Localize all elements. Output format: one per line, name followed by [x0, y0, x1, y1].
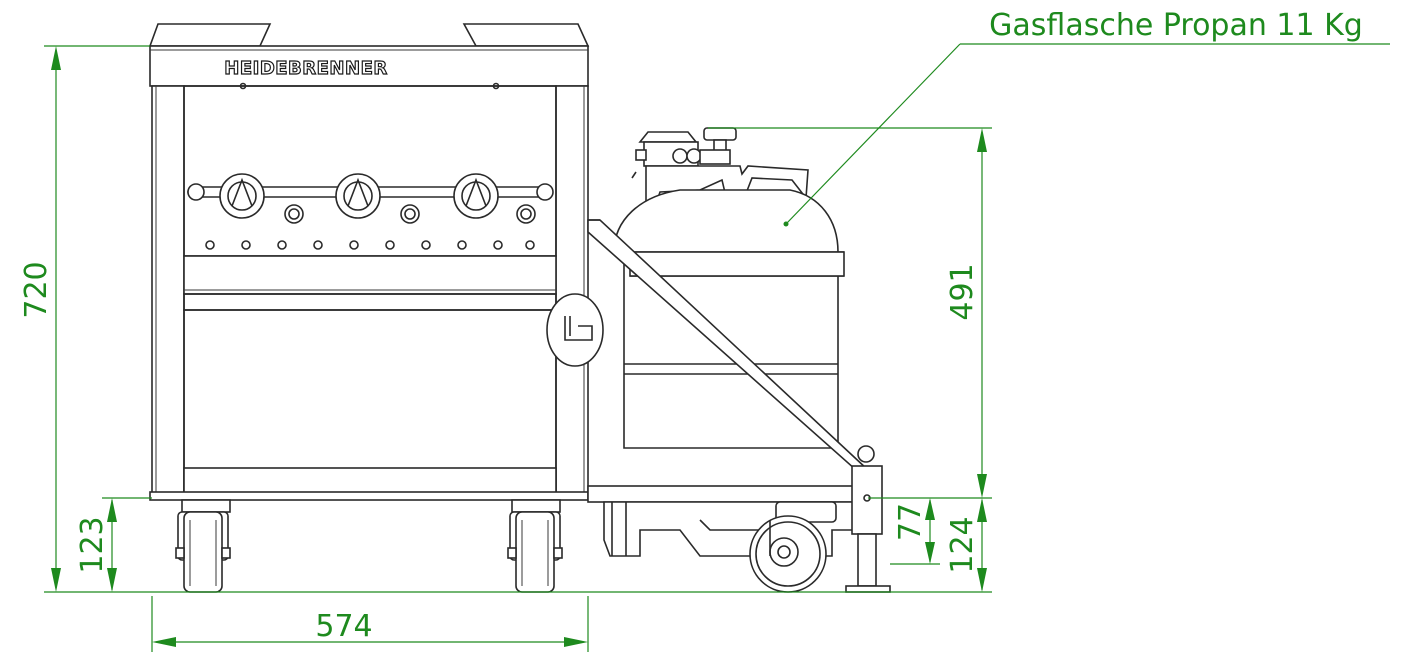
dimension-label-124: 124	[945, 516, 980, 573]
dimension-123: 123	[75, 498, 117, 592]
callout-label: Gasflasche Propan 11 Kg	[989, 8, 1363, 43]
cylinder-cart-frame	[587, 219, 891, 593]
caster-right	[507, 499, 563, 593]
extension-lines	[44, 45, 992, 652]
dimension-label-123: 123	[75, 516, 110, 573]
dimension-label-720: 720	[19, 261, 54, 318]
caster-left	[175, 499, 231, 593]
gas-cylinder-callout: Gasflasche Propan 11 Kg	[785, 8, 1390, 225]
brand-logo-text: HEIDEBRENNER	[224, 58, 387, 79]
burner-knob-1	[219, 173, 265, 219]
dimension-124: 124	[945, 498, 987, 592]
dimension-77: 77	[893, 498, 935, 564]
burner-knob-2	[335, 173, 381, 219]
gas-cylinder	[613, 127, 845, 449]
stove-cabinet	[148, 23, 604, 501]
dimension-574: 574	[152, 609, 588, 647]
dimension-label-491: 491	[945, 263, 980, 320]
dimension-label-574: 574	[315, 609, 372, 644]
dimension-720: 720	[19, 46, 61, 592]
dimension-label-77: 77	[893, 503, 928, 541]
burner-knob-3	[453, 173, 499, 219]
dimension-491: 491	[945, 128, 987, 498]
vent-holes	[205, 240, 535, 250]
